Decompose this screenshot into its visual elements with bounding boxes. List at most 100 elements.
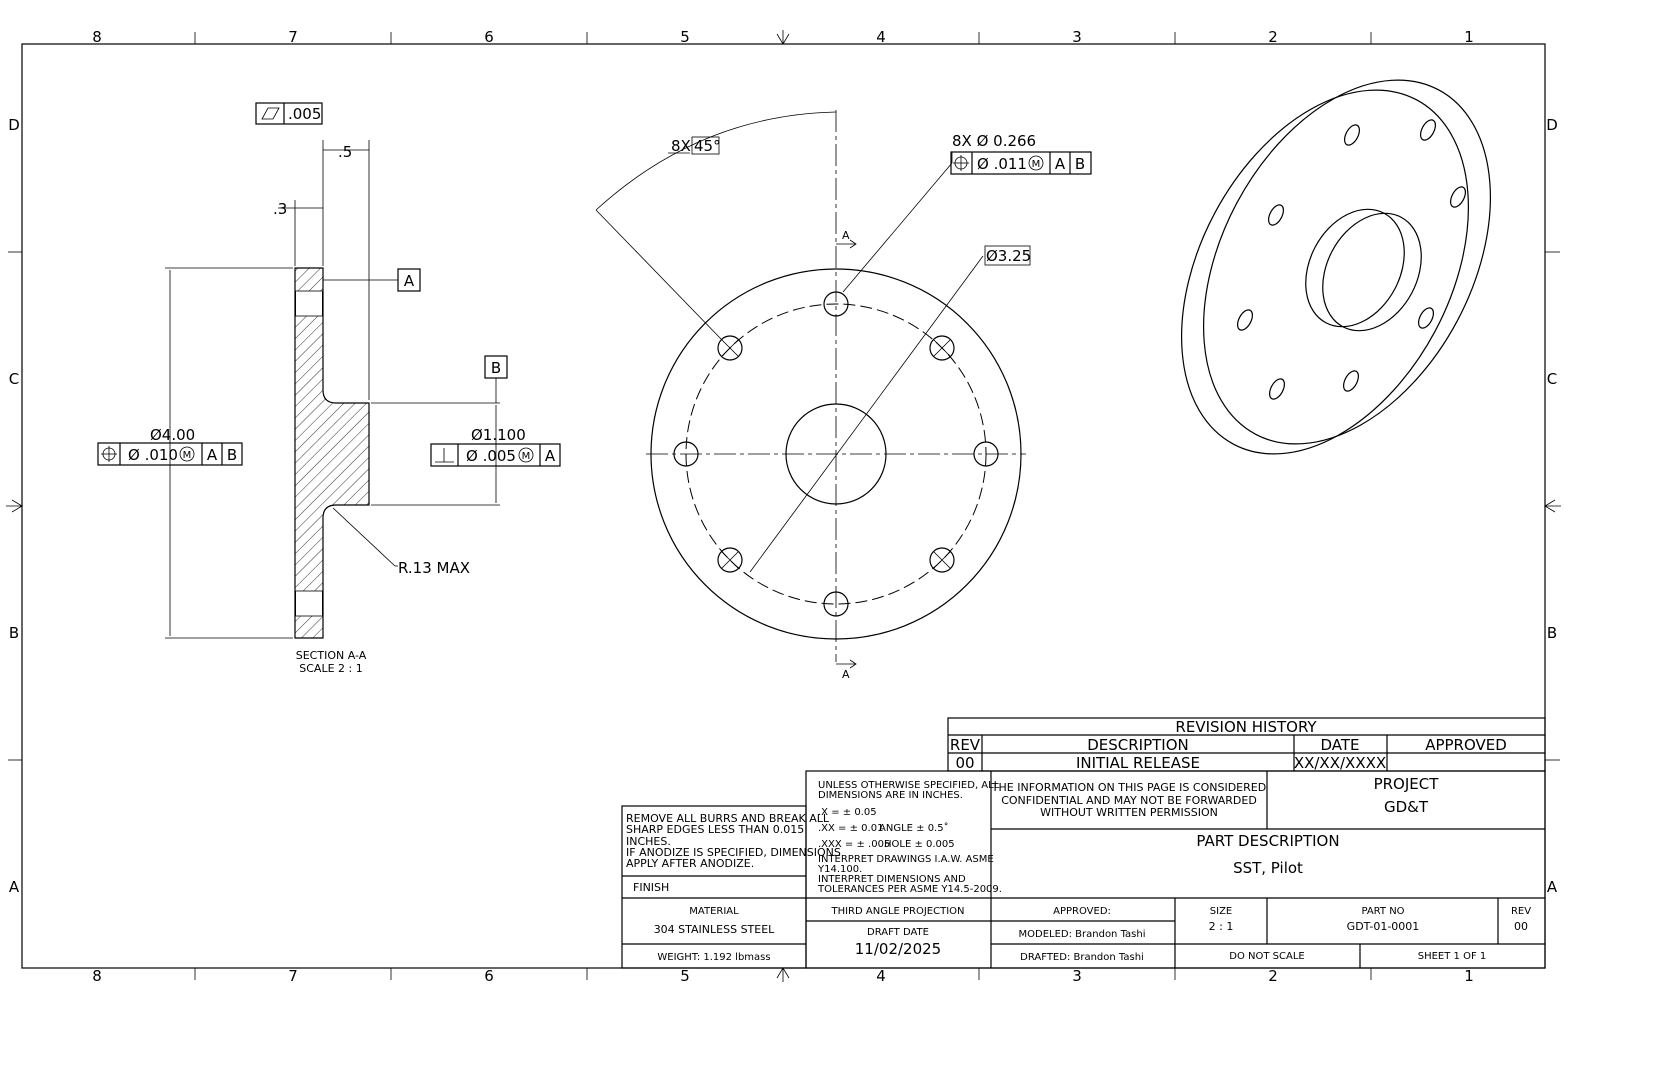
datum-a-box [397, 268, 421, 292]
svg-text:A: A [1547, 878, 1558, 896]
size: 2 : 1 [1209, 920, 1234, 933]
svg-text:5: 5 [680, 28, 690, 46]
fcf-position-holes: Ø .011 M A B [950, 151, 1092, 175]
svg-text:THIRD ANGLE PROJECTION: THIRD ANGLE PROJECTION [830, 906, 964, 917]
svg-text:B: B [1075, 155, 1085, 173]
svg-text:TOLERANCES PER ASME Y14.5-2009: TOLERANCES PER ASME Y14.5-2009. [817, 884, 1002, 895]
svg-text:DO NOT SCALE: DO NOT SCALE [1229, 951, 1304, 962]
drafted-by: DRAFTED: Brandon Tashi [1020, 952, 1144, 963]
section-caption: SECTION A-A [296, 649, 367, 662]
weight: WEIGHT: 1.192 lbmass [657, 952, 770, 963]
svg-text:INTERPRET DIMENSIONS AND: INTERPRET DIMENSIONS AND [818, 874, 966, 885]
svg-text:1: 1 [1464, 28, 1474, 46]
datum-a-label: A [404, 272, 415, 290]
datum-b-label: B [491, 359, 501, 377]
svg-text:PROJECT: PROJECT [1374, 775, 1440, 793]
title-block: REMOVE ALL BURRS AND BREAK ALL SHARP EDG… [621, 770, 1546, 969]
svg-text:D: D [1546, 116, 1558, 134]
svg-text:REVISION HISTORY: REVISION HISTORY [1175, 718, 1317, 736]
svg-text:1: 1 [1464, 967, 1474, 985]
rev-cell: 00 [955, 754, 974, 772]
position-icon [953, 155, 969, 171]
svg-text:4: 4 [876, 28, 886, 46]
svg-text:Ø .010: Ø .010 [128, 446, 178, 464]
svg-text:MATERIAL: MATERIAL [689, 906, 739, 917]
perpendicularity-icon [435, 448, 454, 463]
project-name: GD&T [1384, 798, 1429, 816]
svg-text:REV: REV [1511, 906, 1531, 917]
svg-text:7: 7 [288, 967, 298, 985]
svg-text:M: M [183, 450, 192, 461]
fcf-perpendicularity: Ø .005 M A [430, 443, 561, 467]
svg-text:8: 8 [92, 967, 102, 985]
svg-text:WITHOUT WRITTEN PERMISSION: WITHOUT WRITTEN PERMISSION [1040, 806, 1218, 819]
svg-text:ANGLE ± 0.5˚: ANGLE ± 0.5˚ [879, 822, 949, 834]
radius-callout: R.13 MAX [398, 559, 470, 577]
svg-text:Ø .005: Ø .005 [466, 447, 516, 465]
section-label-bottom: A [842, 668, 850, 681]
section-label-top: A [842, 229, 850, 242]
dia-1.100: Ø1.100 [471, 426, 526, 444]
svg-text:.XXX = ± .005: .XXX = ± .005 [818, 839, 890, 850]
angle-prefix: 8X [671, 137, 691, 155]
zone-ticks [6, 30, 1561, 982]
svg-text:THE INFORMATION ON THIS PAGE I: THE INFORMATION ON THIS PAGE IS CONSIDER… [991, 781, 1266, 794]
svg-text:C: C [9, 370, 19, 388]
svg-text:INTERPRET DRAWINGS I.A.W. ASME: INTERPRET DRAWINGS I.A.W. ASME [818, 854, 994, 865]
finish-notes: REMOVE ALL BURRS AND BREAK ALL SHARP EDG… [626, 812, 841, 894]
tolerance-notes: UNLESS OTHERWISE SPECIFIED, ALL DIMENSIO… [817, 780, 1002, 895]
fcf-position-left: Ø .010 M A B [97, 442, 243, 466]
svg-text:CONFIDENTIAL AND MAY NOT BE FO: CONFIDENTIAL AND MAY NOT BE FORWARDED [1001, 794, 1257, 807]
svg-text:Y14.100.: Y14.100. [817, 864, 862, 875]
svg-text:.X = ± 0.05: .X = ± 0.05 [818, 807, 877, 818]
svg-text:B: B [9, 624, 19, 642]
svg-text:B: B [1547, 624, 1557, 642]
dim-0.3: .3 [273, 200, 287, 218]
svg-text:B: B [227, 446, 237, 464]
svg-text:A: A [545, 447, 556, 465]
svg-text:M: M [522, 451, 531, 462]
isometric-view [1181, 79, 1491, 455]
svg-text:5: 5 [680, 967, 690, 985]
svg-text:6: 6 [484, 28, 494, 46]
front-view: 8X 45° 8X Ø 0.266 Ø .011 M A B Ø3.25 A A [595, 110, 1092, 681]
svg-text:4: 4 [876, 967, 886, 985]
svg-text:2: 2 [1268, 28, 1278, 46]
revision: 00 [1514, 920, 1528, 933]
section-view: .005 .5 .3 A B Ø4.00 Ø .010 M A B Ø1.100… [97, 102, 561, 675]
svg-text:7: 7 [288, 28, 298, 46]
dim-0.5: .5 [338, 143, 352, 161]
svg-text:FINISH: FINISH [633, 881, 669, 894]
svg-text:PART DESCRIPTION: PART DESCRIPTION [1196, 832, 1339, 850]
svg-text:REMOVE ALL BURRS AND BREAK ALL: REMOVE ALL BURRS AND BREAK ALL [626, 812, 830, 825]
dia-4.00: Ø4.00 [150, 426, 195, 444]
flatness-value: .005 [288, 105, 321, 123]
svg-text:M: M [1032, 159, 1041, 170]
svg-text:A: A [1055, 155, 1066, 173]
bolt-hole-section-bottom [295, 590, 323, 617]
svg-text:HOLE ± 0.005: HOLE ± 0.005 [884, 839, 955, 850]
svg-text:INCHES.: INCHES. [626, 835, 671, 848]
sheet-number: SHEET 1 OF 1 [1418, 951, 1487, 962]
svg-text:SHARP EDGES LESS THAN 0.015: SHARP EDGES LESS THAN 0.015 [626, 823, 804, 836]
svg-text:UNLESS OTHERWISE SPECIFIED, AL: UNLESS OTHERWISE SPECIFIED, ALL [818, 780, 1000, 791]
confidential-notice: THE INFORMATION ON THIS PAGE IS CONSIDER… [991, 781, 1266, 819]
hole-callout: 8X Ø 0.266 [952, 132, 1036, 150]
svg-text:2: 2 [1268, 967, 1278, 985]
svg-text:PART NO: PART NO [1361, 906, 1404, 917]
svg-text:DESCRIPTION: DESCRIPTION [1087, 736, 1189, 754]
part-number: GDT-01-0001 [1347, 920, 1420, 933]
datum-b-box [484, 355, 508, 379]
svg-text:Ø .011: Ø .011 [977, 155, 1027, 173]
flatness-frame [255, 102, 323, 125]
revision-history: REVISION HISTORY REV DESCRIPTION DATE AP… [947, 717, 1546, 772]
description-cell: INITIAL RELEASE [1076, 754, 1200, 772]
svg-text:REV: REV [950, 736, 981, 754]
draft-date: 11/02/2025 [855, 940, 941, 958]
svg-text:3: 3 [1072, 967, 1082, 985]
section-scale: SCALE 2 : 1 [299, 662, 362, 675]
bolt-circle-dia: Ø3.25 [986, 247, 1031, 265]
modeled-by: MODELED: Brandon Tashi [1019, 929, 1146, 940]
